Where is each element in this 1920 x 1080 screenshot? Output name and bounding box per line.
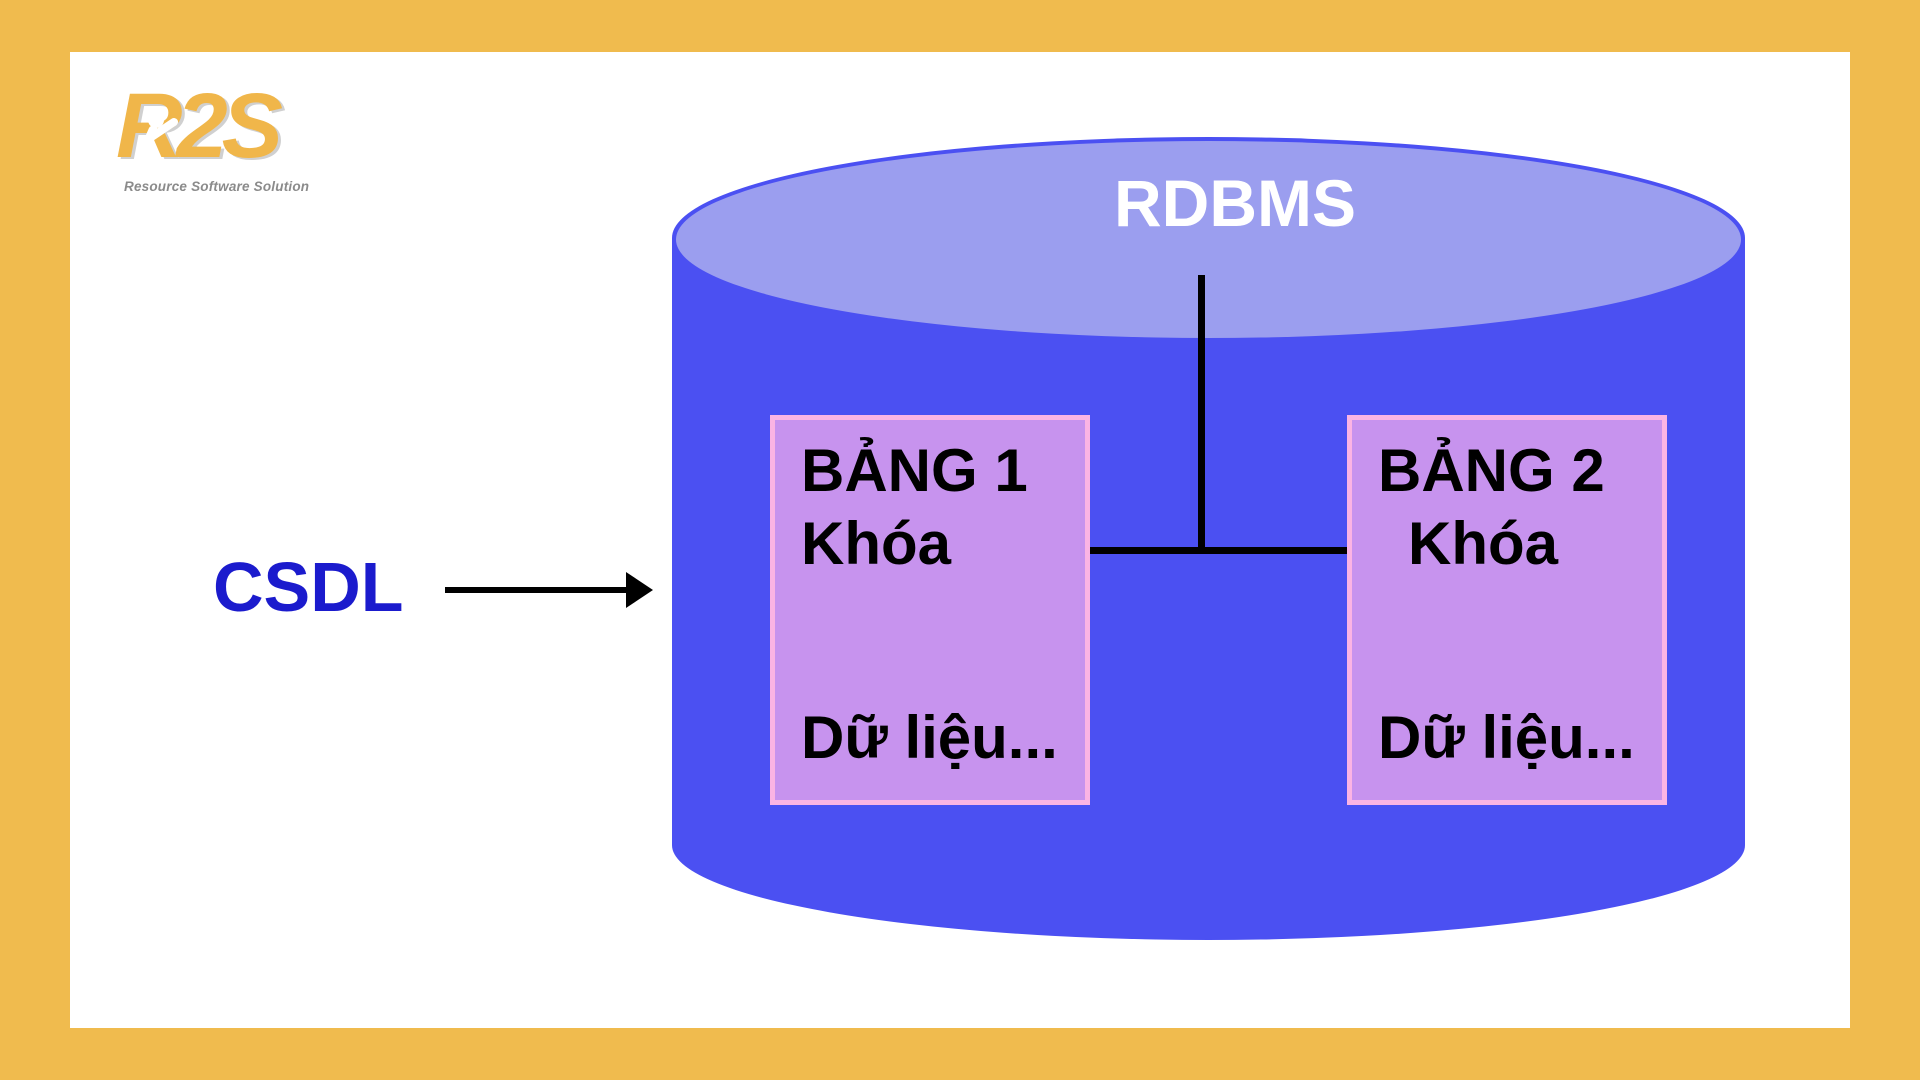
table1-title: BẢNG 1 <box>801 437 1028 504</box>
rdbms-label: RDBMS <box>1114 166 1356 240</box>
table2-key-field: Khóa <box>1408 510 1558 577</box>
connector-horizontal-line <box>1032 547 1392 554</box>
table2-data-field: Dữ liệu... <box>1378 704 1635 771</box>
arrow-line <box>445 587 628 593</box>
table1-key-field: Khóa <box>801 510 951 577</box>
arrow-head-icon <box>626 572 653 608</box>
database-cylinder-top <box>676 141 1741 338</box>
table1-data-field: Dữ liệu... <box>801 704 1058 771</box>
table1-box: BẢNG 1 Khóa Dữ liệu... <box>770 415 1090 805</box>
table2-box: BẢNG 2 Khóa Dữ liệu... <box>1347 415 1667 805</box>
connector-vertical-line <box>1198 275 1205 553</box>
logo-tagline: Resource Software Solution <box>124 179 310 194</box>
csdl-label: CSDL <box>213 548 404 626</box>
table2-title: BẢNG 2 <box>1378 437 1605 504</box>
runner-figure-icon <box>123 112 178 187</box>
